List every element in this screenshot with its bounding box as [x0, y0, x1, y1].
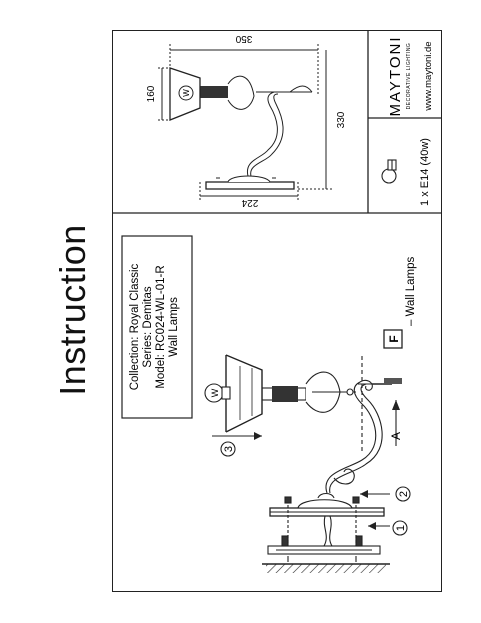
dimension-bulb-glyph: W: [182, 89, 191, 97]
assembly-bulb-glyph: W: [210, 388, 220, 397]
bulb-spec-text: 1 x E14 (40w): [419, 138, 431, 206]
wall-lamp-icon: F: [383, 329, 403, 349]
collection-text: Collection: Royal Classic: [129, 263, 141, 390]
instruction-frame: [112, 30, 442, 592]
legend-icon-letter: F: [387, 335, 401, 342]
legend-label: – Wall Lamps: [405, 257, 417, 326]
brand-tagline: DECORATIVE LIGHTING: [406, 43, 412, 110]
dimension-drawing: [158, 44, 332, 200]
callout-2: 2: [395, 486, 411, 502]
dim-height-total: 330: [336, 111, 347, 128]
arrow-a-label: A: [389, 432, 403, 440]
wall-hatch: [266, 564, 386, 573]
legend: F – Wall Lamps: [383, 257, 417, 349]
info-box: Collection: Royal Classic Series: Demita…: [121, 235, 193, 419]
type-text: Wall Lamps: [168, 297, 180, 357]
brand: MAYTONI DECORATIVE LIGHTING www.maytoni.…: [387, 36, 434, 117]
model-text: Model: RC024-WL-01-R: [155, 265, 167, 388]
callout-3: 3: [220, 441, 236, 457]
dim-width: 350: [235, 33, 252, 44]
dim-base: 224: [241, 197, 258, 208]
brand-website: www.maytoni.de: [423, 41, 434, 111]
callout-2-number: 2: [398, 491, 410, 497]
brand-logo: MAYTONI: [387, 36, 404, 117]
assembly-drawing: [204, 354, 402, 573]
callout-1-number: 1: [395, 525, 407, 531]
bulb-icon: [381, 159, 397, 184]
series-text: Series: Demitas: [142, 286, 154, 367]
callout-1: 1: [392, 520, 408, 536]
bulb-spec: 1 x E14 (40w): [381, 138, 431, 206]
dim-height-shade: 160: [146, 85, 157, 102]
callout-3-number: 3: [223, 446, 235, 452]
